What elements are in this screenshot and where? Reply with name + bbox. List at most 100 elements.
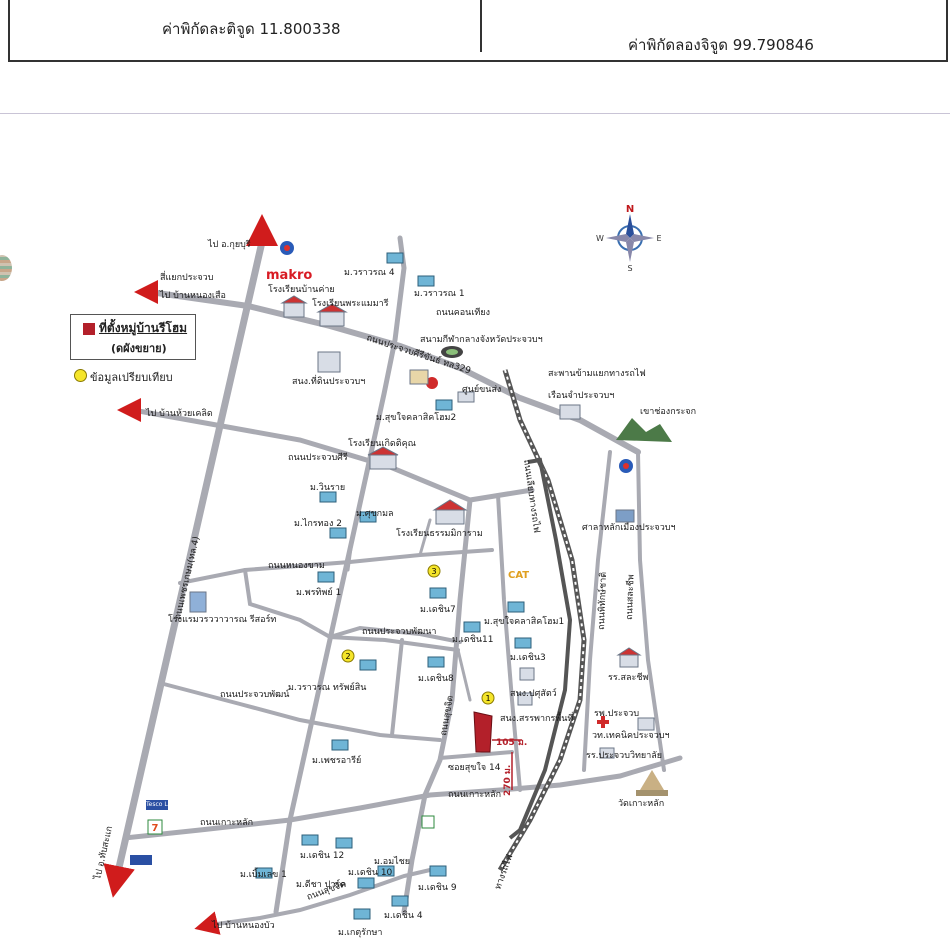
label-school-phramae: โรงเรียนพระแมมารี (312, 298, 389, 309)
label-school-kitikun: โรงเรียนเกิดติคุณ (348, 438, 416, 449)
marker-1: 1 (485, 694, 490, 703)
label-school-wittaya: รร.ประจวบวิทยาลัย (586, 750, 662, 761)
railway (497, 369, 587, 872)
label-revenue-office: สนง.สรรพากรพื้นที่ (500, 711, 573, 724)
label-intersection: สี่แยกประจวบ (160, 270, 214, 283)
compass-s: S (627, 264, 632, 273)
tesco-logo (146, 800, 168, 810)
label-station: เรือนจำประจวบฯ (548, 390, 614, 401)
label-dechin9: ม.เดชิน 9 (418, 882, 457, 893)
legend-box: ที่ตั้งหมู่บ้านรีโฮม (ดผังขยาย) (70, 314, 196, 360)
compass-icon: N S W E (596, 204, 661, 273)
label-hospital: รพ.ประจวบ (594, 709, 639, 719)
label-dechin12: ม.เดชิน 12 (300, 850, 344, 861)
compass-n: N (626, 204, 634, 215)
label-post-office: สนง.ปศุสัตว์ (510, 687, 557, 699)
marker-2: 2 (345, 652, 350, 661)
label-prachuap-phatthana: ถนนประจวบพัฒนา (362, 627, 436, 637)
hospital-icon (597, 716, 609, 728)
label-kaithong2: ม.ไกรทอง 2 (294, 518, 342, 529)
label-railway: ทางรถไฟ (492, 853, 515, 891)
label-soi14: ซอยสุขใจ 14 (448, 762, 501, 773)
label-rail-road: ถนนเลียบทางรถไฟ (521, 459, 542, 534)
label-phithak-chat: ถนนพิทักษ์ชาติ (595, 572, 609, 631)
label-ketkaset: ม.เกตุรักษา (338, 928, 382, 938)
label-warawan4: ม.วราวรณ 4 (344, 268, 395, 278)
label-dechin7: ม.เดชิน7 (420, 604, 456, 615)
comparison-markers: 1 2 3 (341, 564, 495, 705)
label-nongkham: ถนนหนองขาม (268, 561, 325, 571)
legend-project-swatch (83, 323, 95, 335)
label-naikhlong: ถนนคอนเทียง (436, 307, 490, 318)
label-winrai: ม.วินราย (310, 482, 345, 493)
label-school-nearcamp: โรงเรียนบ้านค่าย (268, 284, 335, 295)
label-market: ศูนย์ขนส่ง (462, 383, 501, 395)
label-pornthip1: ม.พรทิพย์ 1 (296, 586, 341, 598)
label-dechin3: ม.เดชิน3 (510, 652, 546, 663)
road-network (114, 235, 683, 927)
arrow-south (103, 863, 135, 898)
legend-project-sub: (ดผังขยาย) (111, 342, 167, 355)
label-bridge: สะพานข้ามแยกทางรถไฟ (548, 368, 646, 379)
project-site (473, 711, 493, 753)
separator-line (0, 113, 950, 114)
gas-station-icon (280, 241, 633, 473)
label-land-office: สนง.ที่ดินประจวบฯ (292, 374, 365, 387)
makro-logo: makro (266, 268, 312, 283)
label-sukmai: ม.ศุขกมล (356, 509, 394, 519)
label-salachip: ถนนสละชีพ (624, 574, 637, 620)
label-tech-college: วท.เทคนิคประจวบฯ (592, 730, 670, 741)
label-stadium: สนามกีฬากลางจังหวัดประจวบฯ (420, 334, 543, 345)
label-sukchai2: ม.สุขใจคลาสิคโฮม2 (376, 412, 456, 423)
label-kokhlak-2: ถนนเกาะหลัก (448, 790, 501, 800)
label-warawan-subsin: ม.วราวรณ ทรัพย์สิน (288, 681, 366, 693)
label-thaya: ม.ดีชา ปาร์ค (296, 878, 346, 890)
legend-project-title: ที่ตั้งหมู่บ้านรีโฮม (99, 321, 188, 335)
cat-logo: CAT (508, 570, 529, 581)
arrow-west-nongbua (194, 911, 221, 935)
label-school-thamma: โรงเรียนธรรมมิการาม (396, 528, 483, 539)
label-to-nongsua: ไป บ้านหนองเสือ (159, 290, 226, 301)
legend-compare-dot (74, 369, 87, 382)
label-dist-270: 270 ม. (503, 765, 513, 796)
svg-text:7: 7 (152, 823, 159, 834)
label-school-salachip: รร.สละชีพ (608, 672, 648, 683)
label-dechin8: ม.เดชิน8 (418, 673, 454, 684)
longitude-text: ค่าพิกัดลองจิจูด 99.790846 (628, 36, 814, 54)
page-edge-thumbnail (0, 255, 12, 281)
label-to-nongbua: ไป บ้านหนองบัว (211, 920, 275, 931)
latitude-text: ค่าพิกัดละติจูด 11.800338 (162, 20, 341, 38)
label-amchai: ม.อมไชย (374, 856, 410, 867)
label-tesco: Tesco Lotus (145, 801, 181, 808)
label-bimlaek: ม.เบิ้มเลข 1 (240, 867, 287, 880)
building-icons (189, 295, 655, 759)
label-sukkhachit-2: ถนนสุขจิต (438, 695, 456, 737)
label-petchrawari: ม.เพชรอารีย์ (312, 754, 361, 766)
label-dechin4: ม.เดชิน 4 (384, 910, 423, 921)
label-dechin11: ม.เดชิน11 (452, 634, 493, 645)
label-hotel: โรงแรมวรววาวารณ รีสอร์ท (168, 613, 276, 625)
coordinate-box: ค่าพิกัดละติจูด 11.800338 ค่าพิกัดลองจิจ… (8, 0, 948, 62)
temple-icon (636, 770, 668, 796)
village-house-icons (255, 252, 532, 920)
label-kokhlak: ถนนเกาะหลัก (200, 818, 253, 828)
coordinate-divider (480, 0, 482, 52)
store-logo (130, 855, 152, 865)
label-city-hall: ศาลาหลักเมืองประจวบฯ (582, 522, 676, 533)
label-warawan1: ม.วราวรณ 1 (414, 289, 465, 299)
label-to-chumphon: ไป อ.ทับสะแก (92, 825, 115, 882)
legend-compare-text: ข้อมูลเปรียบเทียบ (90, 371, 173, 384)
label-wat: วัดเกาะหลัก (618, 799, 664, 809)
compass-w: W (596, 234, 604, 243)
label-to-huaikhlot: ไป บ้านห้วยเคลิด (145, 408, 213, 419)
label-sukchai1: ม.สุขใจคลาสิคโฮม1 (484, 616, 564, 627)
label-prachuapsiri: ถนนประจวบศีรี (288, 452, 348, 463)
label-khao-chong-krajok: เขาช่องกระจก (640, 407, 696, 417)
mountain-icon (616, 418, 672, 442)
marker-3: 3 (431, 567, 436, 576)
label-dechin10: ม.เดชิน 10 (348, 867, 393, 878)
seven-eleven-icon-2 (421, 815, 435, 829)
label-dist-105: 105 ม. (496, 738, 527, 748)
label-prachuap-phatthana-2: ถนนประจวบพัฒน์ (220, 688, 289, 700)
